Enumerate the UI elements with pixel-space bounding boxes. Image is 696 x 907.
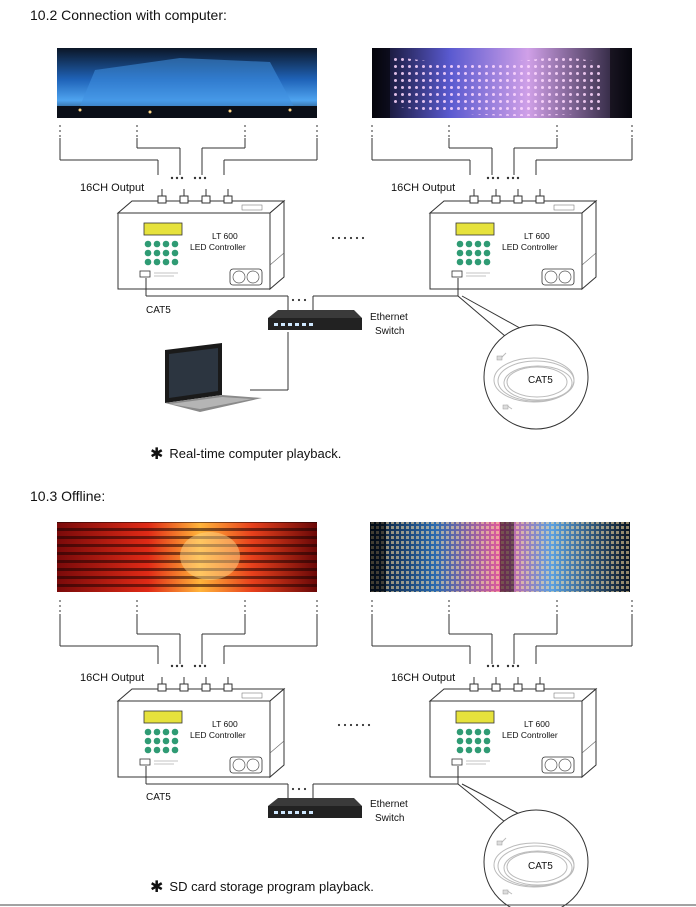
output-label-left: 16CH Output [80,672,144,684]
ethernet-switch [268,310,362,330]
coil-label: CAT5 [528,375,553,386]
ellipsis-between-controllers [331,236,365,240]
section-computer-diagram: 16CH Output 16CH Output LT 600 LED Contr… [57,48,633,430]
section-heading-computer: 10.2 Connection with computer: [30,7,227,23]
controller-name: LED Controller [502,730,558,740]
led-curved-wall-photo [372,48,632,118]
switch-label-line1: Ethernet [370,799,408,810]
controller-name: LED Controller [190,730,246,740]
led-building-photo [57,48,317,118]
led-controller-right: LT 600 LED Controller [429,676,597,778]
caption-computer: ✱ Real-time computer playback. [150,444,341,464]
switch-label-line2: Switch [375,326,404,337]
switch-label-line2: Switch [375,813,404,824]
controller-model: LT 600 [524,719,550,729]
caption-offline-text: SD card storage program playback. [169,879,374,894]
laptop-icon [165,343,262,412]
section-offline-diagram: 16CH Output 16CH Output LT 600 LED Contr… [57,522,633,907]
ellipsis-between-controllers [337,723,371,727]
cat5-cable-coil-icon: CAT5 [483,809,589,907]
switch-label-line1: Ethernet [370,312,408,323]
cable-label: CAT5 [146,792,171,803]
led-controller-right: LT 600 LED Controller [429,188,597,290]
caption-computer-text: Real-time computer playback. [169,446,342,461]
controller-name: LED Controller [190,242,246,252]
led-controller-left: LT 600 LED Controller [117,676,285,778]
controller-name: LED Controller [502,242,558,252]
caption-offline: ✱ SD card storage program playback. [150,877,374,897]
asterisk-icon: ✱ [150,446,164,463]
led-controller-left: LT 600 LED Controller [117,188,285,290]
asterisk-icon: ✱ [150,879,164,896]
led-red-tube-photo [57,522,317,592]
cable-label: CAT5 [146,305,171,316]
section-heading-offline: 10.3 Offline: [30,488,106,504]
controller-model: LT 600 [524,231,550,241]
controller-model: LT 600 [212,231,238,241]
output-label-right: 16CH Output [391,182,455,194]
led-matrix-photo [370,522,630,592]
cat5-cable-coil-icon: CAT5 [483,324,589,430]
coil-label: CAT5 [528,861,553,872]
controller-model: LT 600 [212,719,238,729]
output-label-left: 16CH Output [80,182,144,194]
ethernet-switch [268,798,362,818]
output-label-right: 16CH Output [391,672,455,684]
